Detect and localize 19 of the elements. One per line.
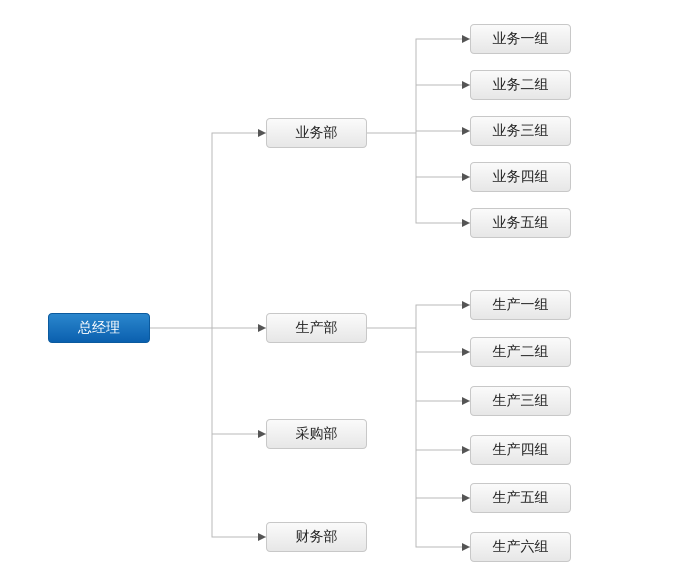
- team-box: 生产二组: [470, 337, 571, 367]
- team-box: 业务四组: [470, 162, 571, 192]
- department-box: 财务部: [266, 522, 367, 552]
- team-box: 业务一组: [470, 24, 571, 54]
- team-box: 业务三组: [470, 116, 571, 146]
- connector-arrow: [150, 328, 266, 541]
- team-box: 生产三组: [470, 386, 571, 416]
- team-box: 生产五组: [470, 483, 571, 513]
- department-box: 生产部: [266, 313, 367, 343]
- connector-arrow: [366, 328, 470, 551]
- department-box: 业务部: [266, 118, 367, 148]
- team-box: 业务二组: [470, 70, 571, 100]
- department-box: 采购部: [266, 419, 367, 449]
- team-box: 生产六组: [470, 532, 571, 562]
- manager-box: 总经理: [48, 313, 150, 343]
- connector-arrow: [366, 132, 470, 227]
- team-box: 生产四组: [470, 435, 571, 465]
- team-box: 业务五组: [470, 208, 571, 238]
- team-box: 生产一组: [470, 290, 571, 320]
